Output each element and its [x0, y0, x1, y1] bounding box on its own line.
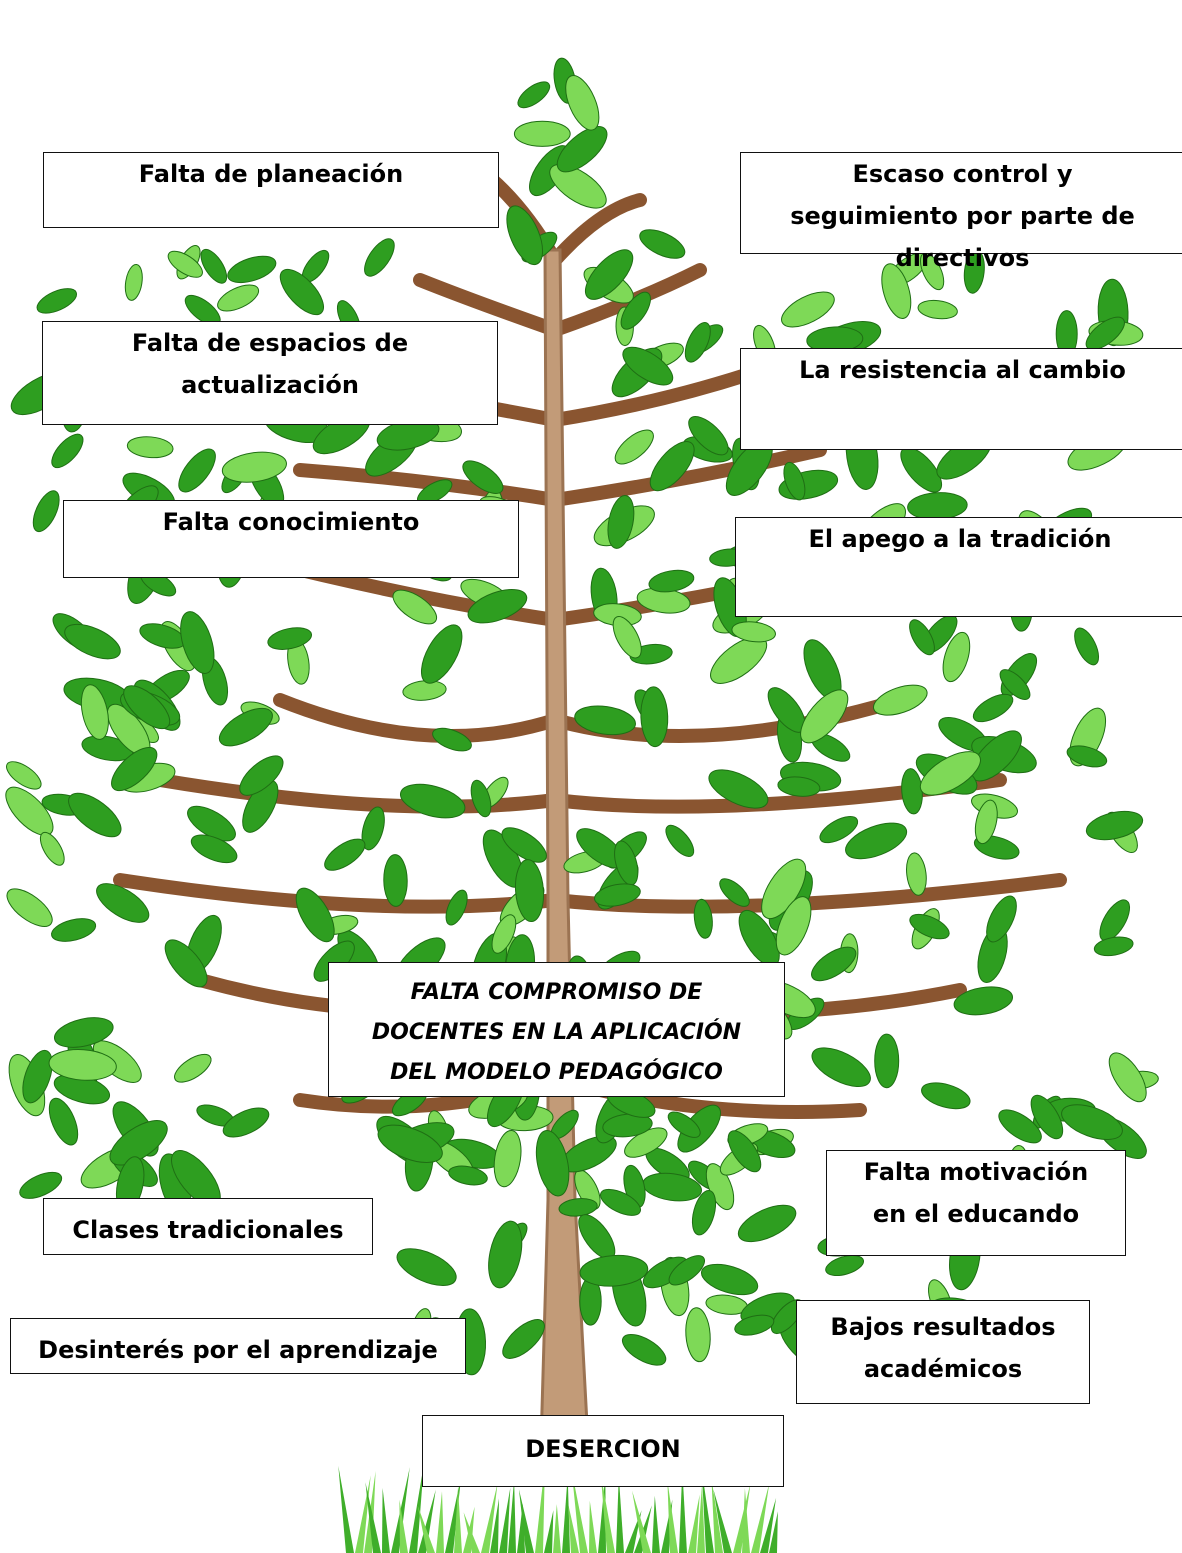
cause-label: La resistencia al cambio	[799, 349, 1126, 449]
leaf	[733, 1198, 801, 1249]
leaf	[359, 234, 400, 281]
leaf	[806, 1040, 876, 1094]
cause-box-planeacion: Falta de planeación	[43, 152, 499, 228]
leaf	[491, 1129, 525, 1189]
grass-blade	[499, 1488, 510, 1553]
cause-box-conocimiento: Falta conocimiento	[63, 500, 519, 578]
leaf	[383, 854, 407, 906]
leaf	[126, 435, 173, 460]
leaf	[684, 1307, 712, 1363]
cause-label: Falta de espacios de actualización	[120, 322, 420, 424]
grass-blade	[436, 1491, 444, 1553]
effect-label: Falta motivación en el educando	[856, 1151, 1096, 1255]
effect-box-desercion: DESERCION	[422, 1415, 784, 1487]
leaf	[919, 1078, 973, 1114]
leaf	[43, 1094, 83, 1149]
cause-box-control-seguimiento: Escaso control y seguimiento por parte d…	[740, 152, 1182, 254]
leaf	[49, 915, 98, 946]
leaf	[196, 245, 232, 287]
leaf	[917, 298, 958, 320]
leaf	[610, 424, 659, 470]
leaf	[123, 263, 145, 301]
effect-label: Desinterés por el aprendizaje	[38, 1329, 438, 1373]
leaf	[1, 882, 58, 933]
leaf	[870, 679, 931, 721]
leaf	[289, 882, 342, 947]
leaf	[266, 624, 314, 653]
effect-label: Clases tradicionales	[72, 1209, 343, 1254]
cause-label: Escaso control y seguimiento por parte d…	[773, 153, 1153, 253]
grass-blade	[562, 1476, 570, 1553]
leaf	[34, 284, 80, 319]
leaf	[1070, 624, 1104, 668]
effect-box-desinteres-aprendizaje: Desinterés por el aprendizaje	[10, 1318, 466, 1374]
effect-label: Bajos resultados académicos	[828, 1306, 1058, 1403]
leaf	[46, 429, 88, 472]
leaf	[214, 280, 263, 317]
effect-box-motivacion-educando: Falta motivación en el educando	[826, 1150, 1126, 1256]
grass-blade	[382, 1488, 390, 1553]
effect-label: DESERCION	[525, 1428, 681, 1486]
leaf	[219, 1102, 273, 1143]
grass-blade	[544, 1510, 553, 1553]
leaf	[900, 768, 924, 815]
grass-blade	[711, 1478, 723, 1553]
leaf	[430, 724, 475, 756]
leaf	[225, 251, 279, 288]
cause-label: Falta conocimiento	[163, 501, 420, 577]
leaf	[320, 833, 370, 876]
leaf	[172, 443, 222, 498]
leaf	[170, 1049, 215, 1088]
cause-box-apego-tradicion: El apego a la tradición	[735, 517, 1182, 617]
effect-box-bajos-resultados: Bajos resultados académicos	[796, 1300, 1090, 1404]
leaf	[514, 121, 570, 146]
cause-box-resistencia-cambio: La resistencia al cambio	[740, 348, 1182, 450]
leaf	[514, 77, 554, 112]
cause-label: El apego a la tradición	[809, 518, 1112, 616]
leaf	[413, 619, 470, 690]
leaf	[397, 778, 469, 824]
grass-blade	[652, 1496, 660, 1553]
leaf	[776, 285, 839, 334]
grass-blade	[338, 1466, 354, 1553]
grass-blade	[508, 1480, 516, 1553]
leaf	[36, 829, 69, 869]
leaf	[698, 1258, 761, 1300]
leaf	[618, 1328, 671, 1371]
leaf	[392, 1241, 462, 1293]
grass-blade	[553, 1504, 561, 1553]
leaf	[661, 821, 699, 861]
leaf	[28, 487, 65, 535]
branch	[120, 880, 555, 907]
branch	[280, 700, 555, 736]
central-problem-box: FALTA COMPROMISO DE DOCENTES EN LA APLIC…	[328, 962, 785, 1097]
leaf	[636, 224, 689, 264]
leaf	[1093, 934, 1135, 958]
cause-box-espacios-actualizacion: Falta de espacios de actualización	[42, 321, 498, 425]
leaf	[875, 1034, 899, 1088]
leaf	[402, 679, 447, 702]
leaf	[731, 619, 777, 644]
effect-box-clases-tradicionales: Clases tradicionales	[43, 1198, 373, 1255]
grass-blade	[616, 1476, 624, 1553]
cause-label: Falta de planeación	[139, 153, 403, 227]
central-problem-label: FALTA COMPROMISO DE DOCENTES EN LA APLIC…	[347, 973, 767, 1096]
leaf	[643, 434, 702, 497]
grass-blade	[589, 1501, 597, 1553]
